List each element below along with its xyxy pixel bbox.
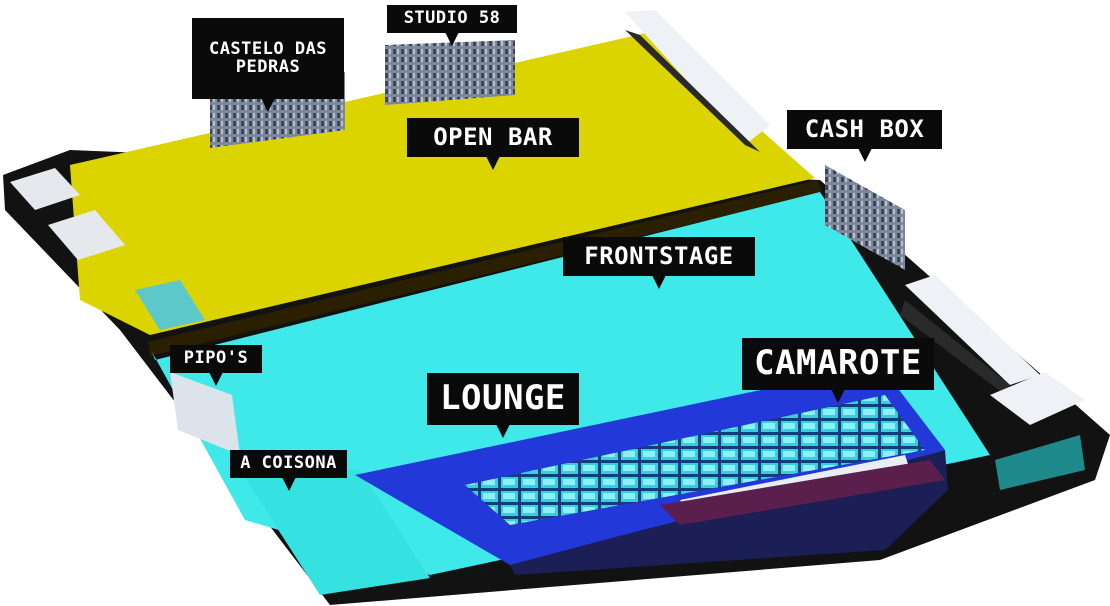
label-open-bar[interactable]: OPEN BAR [407, 118, 579, 171]
label-frontstage[interactable]: FRONTSTAGE [563, 237, 755, 290]
tent-row-top-shadow [625, 30, 760, 152]
tent-row-top [625, 10, 770, 145]
label-text: A COISONA [240, 453, 337, 473]
label-cash-box[interactable]: CASH BOX [787, 110, 942, 163]
tent-row-right-shadow [900, 300, 1010, 395]
label-lounge[interactable]: LOUNGE [427, 373, 579, 438]
camarote-stage [660, 460, 945, 525]
left-tents [10, 168, 80, 210]
label-pipos[interactable]: PIPO'S [170, 345, 262, 386]
tent-row-right [905, 275, 1040, 385]
frontstage-floor-lower [240, 470, 430, 595]
divider-wall [148, 180, 822, 356]
label-text: PIPO'S [183, 348, 249, 368]
cashbox-building [825, 165, 905, 270]
label-text: LOUNGE [440, 378, 566, 418]
label-a-coisona[interactable]: A COISONA [230, 450, 347, 491]
label-text: OPEN BAR [433, 123, 553, 151]
label-text: FRONTSTAGE [584, 242, 734, 270]
pipos-wall [170, 372, 240, 455]
open-bar-zone [70, 32, 815, 335]
left-tents-2 [48, 210, 125, 260]
label-studio-58[interactable]: STUDIO 58 [387, 5, 517, 46]
label-text: CASH BOX [804, 115, 925, 143]
left-lounge-cubes [135, 280, 205, 330]
label-text: CASTELO DAS PEDRAS [208, 38, 328, 77]
label-text: STUDIO 58 [403, 8, 501, 28]
camarote-seating [465, 395, 925, 525]
label-camarote[interactable]: CAMAROTE [742, 338, 934, 403]
label-text: CAMAROTE [754, 343, 922, 383]
exit-canopy [990, 372, 1085, 425]
exit-block [995, 435, 1085, 490]
label-castelo-das-pedras[interactable]: CASTELO DAS PEDRAS [192, 18, 344, 113]
studio58-building [385, 40, 515, 105]
